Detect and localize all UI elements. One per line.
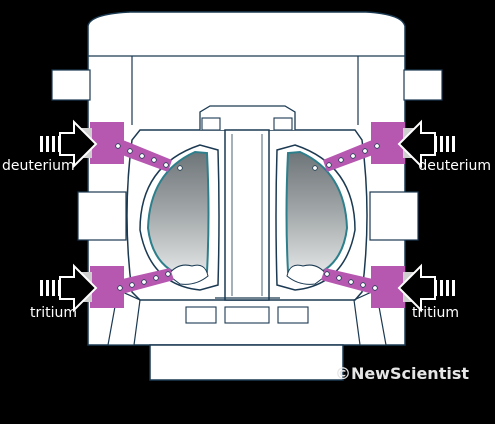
- label-deuterium-right: deuterium: [418, 158, 491, 174]
- arrow-bottom-right-icon: [397, 263, 455, 313]
- top-port-left: [201, 117, 221, 131]
- bottom-block-1: [185, 306, 217, 324]
- right-divertor: [286, 264, 328, 285]
- bottom-block-3: [277, 306, 309, 324]
- arrow-top-left-icon: [40, 119, 98, 169]
- left-plasma: [146, 150, 210, 280]
- arrow-bottom-left-icon: [40, 263, 98, 313]
- bottom-block-2: [224, 306, 270, 324]
- left-divertor: [167, 264, 209, 285]
- top-port-right: [273, 117, 293, 131]
- base-platform: [149, 344, 344, 381]
- label-tritium-left: tritium: [30, 305, 78, 321]
- right-plasma: [285, 150, 349, 280]
- arrow-top-right-icon: [397, 119, 455, 169]
- left-mid-port: [77, 191, 127, 241]
- pellet-dots: [115, 143, 380, 291]
- vessel-top-bump: [199, 105, 296, 130]
- label-tritium-right: tritium: [411, 305, 459, 321]
- left-upper-nub: [51, 69, 91, 101]
- right-mid-port: [369, 191, 419, 241]
- right-upper-nub: [403, 69, 443, 101]
- vessel-outline: [126, 129, 368, 301]
- label-deuterium-left: deuterium: [2, 158, 75, 174]
- newscientist-credit: ©NewScientist: [334, 364, 469, 383]
